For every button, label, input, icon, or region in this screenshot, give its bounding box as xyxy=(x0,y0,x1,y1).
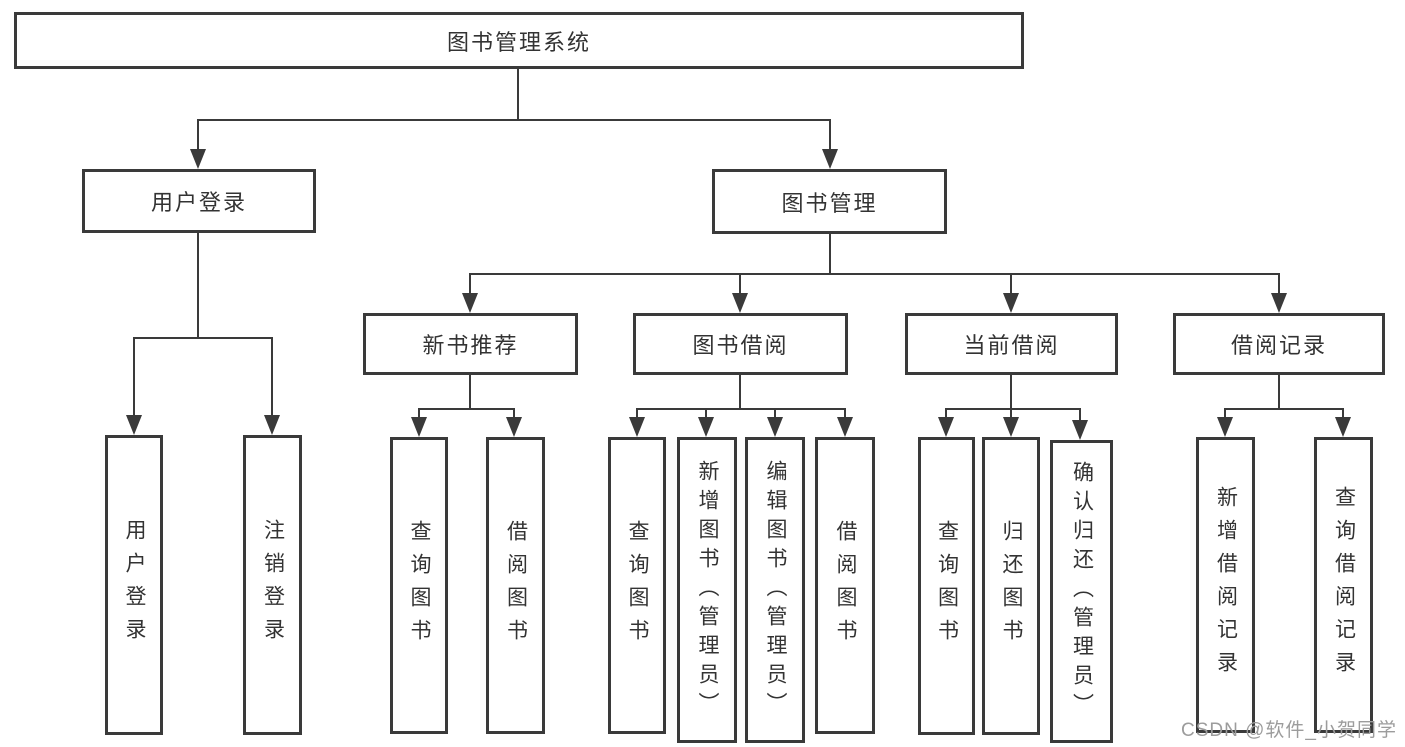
arrow-down-icon xyxy=(837,417,853,437)
leaf-bb-add-book-label: 新增图书（管理员） xyxy=(696,459,719,721)
connector-line xyxy=(829,234,831,273)
node-book-management-label: 图书管理 xyxy=(781,190,878,216)
leaf-bb-edit-book-label: 编辑图书（管理员） xyxy=(764,459,787,721)
connector-line xyxy=(418,408,515,410)
leaf-nbr-borrow-book: 借阅图书 xyxy=(486,437,545,734)
leaf-logout-label: 注销登录 xyxy=(261,519,285,651)
connector-line xyxy=(469,375,471,408)
csdn-watermark: CSDN @软件_小贺同学 xyxy=(1181,720,1397,741)
connector-line xyxy=(739,273,741,295)
arrow-down-icon xyxy=(938,417,954,437)
leaf-nbr-borrow-book-label: 借阅图书 xyxy=(504,519,528,652)
connector-line xyxy=(271,337,273,417)
leaf-cb-confirm-return: 确认归还（管理员） xyxy=(1050,440,1113,743)
leaf-br-query-record-label: 查询借阅记录 xyxy=(1332,486,1356,684)
connector-line xyxy=(739,375,741,408)
arrow-down-icon xyxy=(767,417,783,437)
leaf-nbr-query-book: 查询图书 xyxy=(390,437,448,734)
node-user-login: 用户登录 xyxy=(82,169,316,233)
connector-line xyxy=(705,408,707,418)
arrow-down-icon xyxy=(462,293,478,313)
connector-line xyxy=(1278,375,1280,408)
leaf-cb-return-book-label: 归还图书 xyxy=(1000,520,1023,652)
arrow-down-icon xyxy=(126,415,142,435)
arrow-down-icon xyxy=(411,417,427,437)
connector-line xyxy=(469,273,471,295)
leaf-bb-edit-book: 编辑图书（管理员） xyxy=(745,437,805,743)
leaf-user-login: 用户登录 xyxy=(105,435,163,735)
node-current-borrow-label: 当前借阅 xyxy=(963,333,1060,358)
connector-line xyxy=(418,408,420,418)
node-new-book-recommend-label: 新书推荐 xyxy=(422,333,519,358)
connector-line xyxy=(1010,408,1012,418)
leaf-user-login-label: 用户登录 xyxy=(123,519,146,651)
leaf-cb-query-book: 查询图书 xyxy=(918,437,975,735)
node-new-book-recommend: 新书推荐 xyxy=(363,313,578,375)
leaf-bb-query-book: 查询图书 xyxy=(608,437,666,734)
connector-line xyxy=(1010,273,1012,295)
node-book-management: 图书管理 xyxy=(712,169,947,234)
connector-line xyxy=(1010,375,1012,408)
connector-line xyxy=(197,119,831,121)
arrow-down-icon xyxy=(732,293,748,313)
arrow-down-icon xyxy=(1003,417,1019,437)
arrow-down-icon xyxy=(1271,293,1287,313)
arrow-down-icon xyxy=(1335,417,1351,437)
connector-line xyxy=(197,233,199,337)
leaf-bb-borrow-book-label: 借阅图书 xyxy=(834,519,857,652)
connector-line xyxy=(517,69,519,119)
leaf-cb-confirm-return-label: 确认归还（管理员） xyxy=(1070,461,1094,722)
connector-line xyxy=(774,408,776,418)
arrow-down-icon xyxy=(629,417,645,437)
connector-line xyxy=(1079,408,1081,421)
connector-line xyxy=(133,337,135,417)
leaf-br-add-record-label: 新增借阅记录 xyxy=(1214,486,1238,684)
node-root-label: 图书管理系统 xyxy=(446,29,591,55)
node-book-borrow: 图书借阅 xyxy=(633,313,848,375)
node-borrow-record: 借阅记录 xyxy=(1173,313,1385,375)
connector-line xyxy=(636,408,638,418)
arrow-down-icon xyxy=(1072,420,1088,440)
arrow-down-icon xyxy=(264,415,280,435)
arrow-down-icon xyxy=(698,417,714,437)
leaf-br-query-record: 查询借阅记录 xyxy=(1314,437,1373,733)
connector-line xyxy=(1342,408,1344,418)
arrow-down-icon xyxy=(506,417,522,437)
node-current-borrow: 当前借阅 xyxy=(905,313,1118,375)
connector-line xyxy=(829,119,831,151)
connector-line xyxy=(1278,273,1280,295)
leaf-bb-borrow-book: 借阅图书 xyxy=(815,437,875,734)
arrow-down-icon xyxy=(822,149,838,169)
arrow-down-icon xyxy=(1217,417,1233,437)
leaf-bb-query-book-label: 查询图书 xyxy=(626,519,649,652)
connector-line xyxy=(197,119,199,151)
connector-line xyxy=(636,408,846,410)
connector-line xyxy=(513,408,515,418)
connector-line xyxy=(469,273,1280,275)
connector-line xyxy=(1224,408,1226,418)
node-user-login-label: 用户登录 xyxy=(150,190,247,215)
leaf-logout: 注销登录 xyxy=(243,435,302,735)
node-borrow-record-label: 借阅记录 xyxy=(1230,333,1327,358)
arrow-down-icon xyxy=(1003,293,1019,313)
node-book-borrow-label: 图书借阅 xyxy=(692,333,789,358)
leaf-cb-return-book: 归还图书 xyxy=(982,437,1040,735)
leaf-bb-add-book: 新增图书（管理员） xyxy=(677,437,737,743)
connector-line xyxy=(844,408,846,418)
arrow-down-icon xyxy=(190,149,206,169)
leaf-cb-query-book-label: 查询图书 xyxy=(935,520,959,652)
leaf-br-add-record: 新增借阅记录 xyxy=(1196,437,1255,733)
leaf-nbr-query-book-label: 查询图书 xyxy=(408,519,431,652)
node-root: 图书管理系统 xyxy=(14,12,1024,69)
connector-line xyxy=(133,337,273,339)
connector-line xyxy=(945,408,1081,410)
connector-line xyxy=(1224,408,1344,410)
connector-line xyxy=(945,408,947,418)
